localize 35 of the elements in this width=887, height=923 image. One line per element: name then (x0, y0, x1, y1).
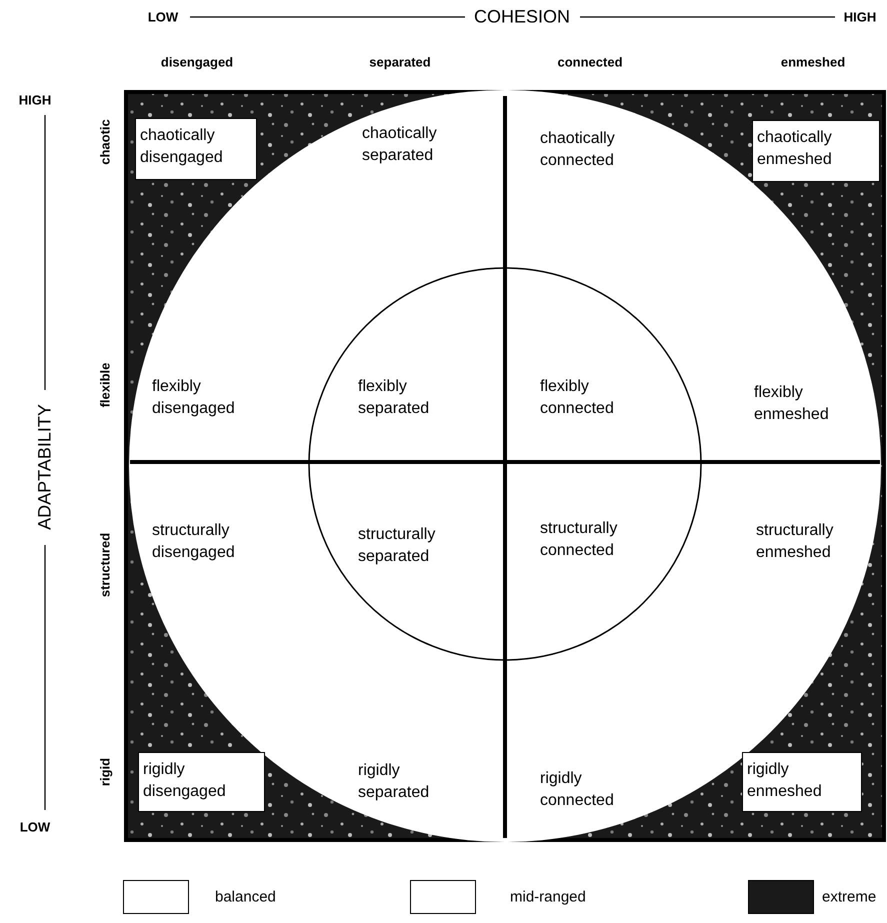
axis-end-label: LOW (148, 10, 178, 24)
legend-label: extreme (822, 888, 876, 906)
cell-text: rigidly connected (540, 769, 615, 811)
axis-end-label: HIGH (18, 92, 52, 108)
legend-label: balanced (215, 888, 276, 906)
column-heading: separated (369, 54, 431, 70)
cell-text: flexibly connected (540, 377, 615, 419)
cell-text: rigidly disengaged (143, 760, 227, 802)
cell-text: chaotically enmeshed (757, 128, 833, 170)
label-box (135, 118, 257, 180)
row-heading: chaotic (98, 119, 112, 165)
label-box (752, 120, 880, 182)
cell-text: structurally enmeshed (756, 521, 834, 563)
axis-end-label: HIGH (844, 10, 876, 24)
label-box (742, 752, 862, 812)
row-heading: flexible (98, 362, 112, 408)
column-heading: connected (558, 54, 622, 70)
cell-text: rigidly enmeshed (747, 760, 823, 802)
row-heading: structured (98, 532, 112, 598)
cell-text: chaotically separated (362, 124, 438, 166)
legend-label: mid-ranged (510, 888, 586, 906)
cell-text: structurally separated (358, 525, 436, 567)
column-heading: enmeshed (780, 54, 846, 70)
cell-text: chaotically connected (540, 129, 616, 171)
cell-text: structurally connected (540, 519, 618, 561)
cell-text: flexibly disengaged (152, 377, 236, 419)
cell-text: flexibly enmeshed (754, 383, 830, 425)
column-heading: disengaged (160, 54, 234, 70)
cell-text: structurally disengaged (152, 521, 236, 563)
axis-end-label: LOW (20, 820, 50, 834)
cell-text: flexibly separated (358, 377, 430, 419)
cell-text: rigidly separated (358, 761, 430, 803)
cell-text: chaotically disengaged (140, 126, 224, 168)
row-heading: rigid (98, 758, 112, 786)
label-box (138, 752, 265, 812)
